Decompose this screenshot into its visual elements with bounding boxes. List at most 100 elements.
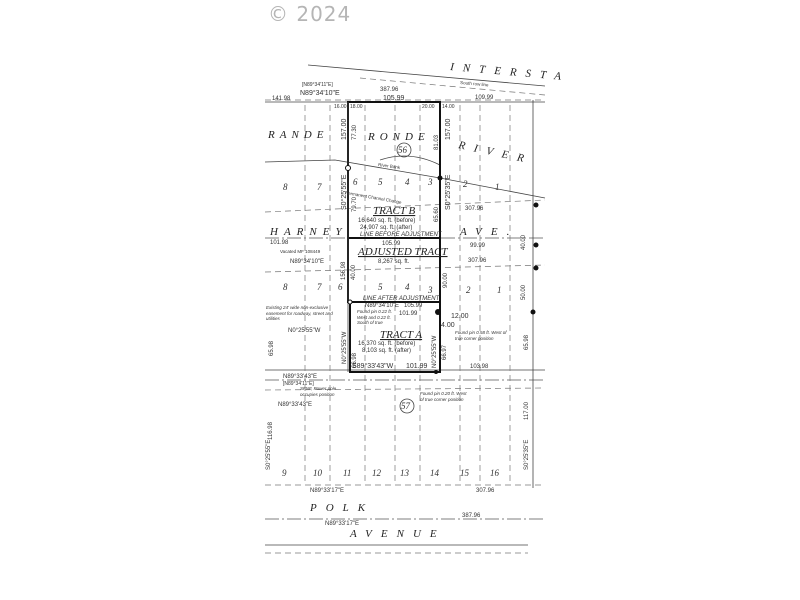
alley-south-line	[264, 387, 546, 391]
svg-text:N89°33'17"E: N89°33'17"E	[310, 488, 344, 494]
svg-text:11: 11	[343, 468, 351, 478]
svg-text:[N89°34'11"E]: [N89°34'11"E]	[302, 82, 333, 88]
svg-text:N89°34'10"E: N89°34'10"E	[300, 89, 340, 97]
river-label: RONDE	[367, 131, 430, 143]
svg-text:66.98: 66.98	[352, 352, 358, 368]
svg-text:2: 2	[463, 179, 468, 189]
found-pin-note: Found pin 0.22 ft. West and 0.22 ft. Sou…	[357, 309, 393, 325]
svg-text:10: 10	[313, 468, 323, 478]
svg-text:16,370 sq. ft. (before): 16,370 sq. ft. (before)	[358, 341, 415, 347]
svg-text:99.99: 99.99	[470, 243, 486, 249]
power-pole-note: SFNF, Power pole occupies position	[300, 386, 337, 397]
svg-text:15: 15	[460, 468, 470, 478]
svg-text:N0°25'55"W: N0°25'55"W	[342, 331, 348, 364]
svg-text:141.98: 141.98	[272, 96, 291, 102]
svg-text:8,103 sq. ft. (after): 8,103 sq. ft. (after)	[362, 348, 411, 354]
svg-text:12.00: 12.00	[451, 313, 469, 320]
svg-text:13: 13	[400, 468, 410, 478]
monument-marker	[533, 242, 539, 248]
svg-text:N89°33'43"E: N89°33'43"E	[278, 402, 312, 408]
svg-text:N89°33'43"E: N89°33'43"E	[283, 374, 317, 380]
svg-text:50.00: 50.00	[521, 284, 527, 300]
tract-a-label: TRACT A 16,370 sq. ft. (before) 8,103 sq…	[358, 329, 422, 354]
monument-marker	[434, 370, 438, 374]
svg-text:14.00: 14.00	[442, 104, 455, 110]
svg-text:1: 1	[495, 182, 500, 192]
road-label-avenue: AVENUE	[349, 528, 446, 540]
monument-marker	[530, 309, 536, 315]
svg-text:387.96: 387.96	[462, 513, 481, 519]
svg-text:307.96: 307.96	[468, 258, 487, 264]
svg-text:ADJUSTED TRACT: ADJUSTED TRACT	[357, 246, 448, 258]
monument-marker	[533, 265, 539, 271]
svg-text:157.00: 157.00	[341, 118, 348, 140]
lots-lower: 9 10 11 12 13 14 15 16	[282, 468, 500, 478]
svg-text:20.00: 20.00	[422, 104, 435, 110]
svg-text:116.98: 116.98	[268, 421, 274, 440]
svg-text:387.96: 387.96	[380, 87, 399, 93]
svg-text:16,640 sq. ft. (before): 16,640 sq. ft. (before)	[358, 218, 415, 224]
svg-text:105.99: 105.99	[382, 241, 401, 247]
svg-text:81.03: 81.03	[434, 134, 440, 150]
svg-text:N0°25'55"W: N0°25'55"W	[288, 328, 321, 334]
south-row-line	[359, 77, 546, 96]
monument-marker	[345, 165, 351, 171]
svg-text:101.99: 101.99	[399, 311, 418, 317]
svg-text:8: 8	[283, 182, 288, 192]
river-wave	[379, 155, 441, 166]
svg-text:307.96: 307.96	[476, 488, 495, 494]
svg-text:4.00: 4.00	[441, 322, 455, 329]
svg-text:3: 3	[427, 285, 433, 295]
svg-text:S0°25'55"E: S0°25'55"E	[266, 440, 272, 470]
monument-marker	[437, 175, 443, 181]
svg-text:9: 9	[282, 468, 287, 478]
tract-b-label: TRACT B 16,640 sq. ft. (before) 24,907 s…	[358, 205, 416, 231]
svg-text:Vacated MF 108449: Vacated MF 108449	[280, 249, 321, 254]
lots-middle: 8 7 6 5 4 3 2 1	[283, 282, 502, 295]
svg-text:8,267 sq. ft.: 8,267 sq. ft.	[378, 259, 410, 265]
river-label: RIVER	[456, 139, 533, 167]
found-pin-note: Found pin 0.58 ft. West of true corner p…	[455, 330, 507, 341]
river-bank-line	[264, 159, 546, 199]
river-label: RANDE	[267, 129, 328, 141]
svg-text:24,907 sq. ft. (after): 24,907 sq. ft. (after)	[360, 225, 412, 231]
svg-text:S0°25'55"E: S0°25'55"E	[340, 174, 348, 210]
lots-upper: 8 7 6 5 4 3 2 1	[283, 177, 500, 192]
svg-text:90.00: 90.00	[443, 272, 449, 288]
harney-south-line	[264, 264, 546, 273]
svg-text:12: 12	[372, 468, 382, 478]
adjusted-tract-label: ADJUSTED TRACT 8,267 sq. ft.	[357, 246, 448, 265]
svg-text:101.98: 101.98	[270, 240, 289, 246]
svg-text:3: 3	[427, 177, 433, 187]
block-56-circle	[396, 142, 412, 158]
svg-text:N89°33'17"E: N89°33'17"E	[325, 521, 359, 527]
svg-text:157.00: 157.00	[445, 118, 452, 140]
svg-text:105.99: 105.99	[383, 95, 405, 102]
svg-text:40.00: 40.00	[351, 264, 357, 280]
svg-text:TRACT A: TRACT A	[380, 329, 422, 341]
line-before-label: LINE BEFORE ADJUSTMENT	[360, 232, 443, 238]
svg-text:4: 4	[405, 177, 410, 187]
svg-text:77.30: 77.30	[352, 124, 358, 140]
monument-marker	[533, 202, 539, 208]
svg-text:16.00: 16.00	[334, 104, 347, 110]
svg-text:5: 5	[378, 177, 383, 187]
svg-text:7: 7	[317, 182, 322, 192]
svg-text:River Bank: River Bank	[378, 162, 401, 170]
svg-text:South row line: South row line	[460, 80, 489, 88]
svg-text:40.00: 40.00	[521, 234, 527, 250]
svg-text:N89°34'10"E: N89°34'10"E	[290, 259, 324, 265]
dimension-labels: 141.98 N89°34'10"E [N89°34'11"E] 105.99 …	[266, 82, 530, 527]
road-label-polk: POLK	[309, 502, 374, 514]
road-label-ave: AVE.	[459, 226, 518, 238]
lot-dividers	[304, 105, 511, 485]
svg-text:N0°25'55"W: N0°25'55"W	[432, 335, 438, 368]
svg-text:S0°25'35"E: S0°25'35"E	[524, 440, 530, 470]
monument-marker	[347, 299, 353, 305]
svg-text:S0°25'35"E: S0°25'35"E	[444, 174, 452, 210]
svg-text:14: 14	[430, 468, 440, 478]
block-57-circle	[399, 398, 415, 414]
svg-text:109.99: 109.99	[475, 95, 494, 101]
monument-marker	[435, 309, 441, 315]
block-number: 56	[398, 145, 408, 155]
